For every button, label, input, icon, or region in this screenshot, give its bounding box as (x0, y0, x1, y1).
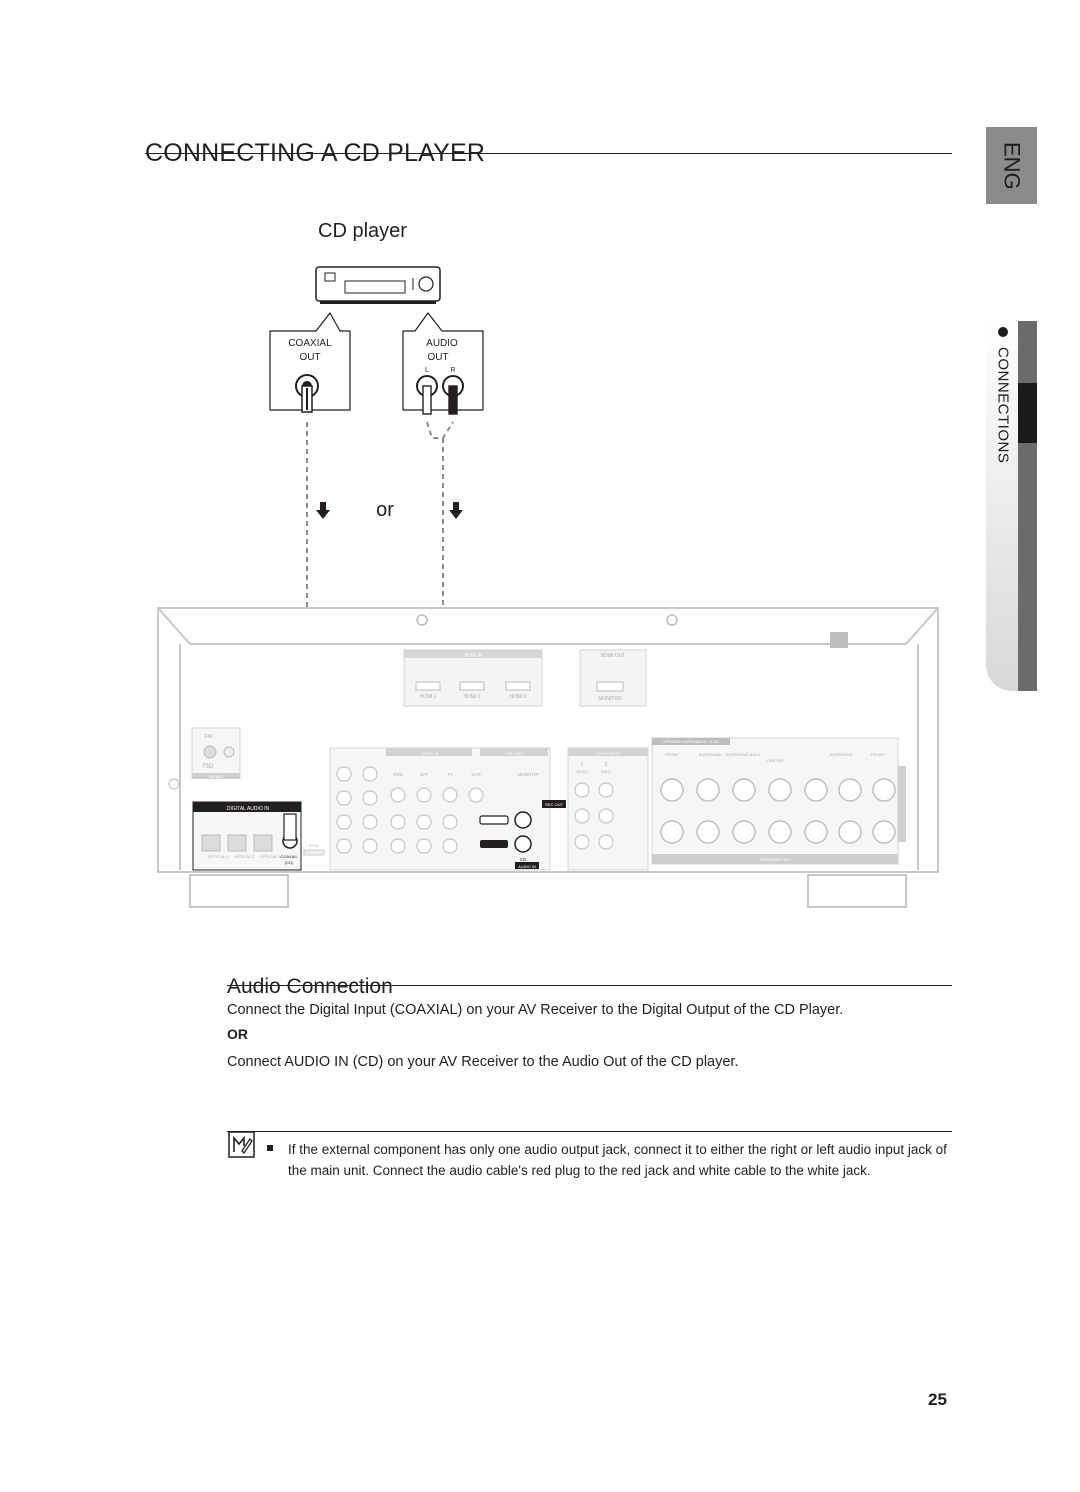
video-in-label: VIDEO IN (421, 751, 439, 756)
component-label: COMPONENT (595, 751, 622, 756)
component-dvd-label: (DVD) (576, 769, 588, 774)
audio-out-line1: AUDIO (426, 338, 458, 349)
monitor-out-label: MONITOR (517, 772, 539, 777)
note-rule (227, 1131, 952, 1132)
page-number: 25 (928, 1390, 947, 1409)
coaxial-out-line2: OUT (299, 352, 320, 363)
fm-label: FM (205, 734, 212, 740)
hdmi-in-label: HDMI IN (463, 653, 483, 659)
coaxial-in-label: COAXIAL (280, 854, 298, 859)
component-1-label: 1 (581, 762, 584, 768)
note-pencil-icon (228, 1131, 255, 1158)
tv-label: TV (447, 772, 453, 777)
hdmi-2-label: HDMI 2 (464, 694, 481, 700)
rec-out-label: REC OUT (545, 802, 564, 807)
surround-back-label: SURROUND BACK (725, 752, 760, 757)
optical-3-label: OPTICAL 3 (260, 854, 281, 859)
audio-out-callout: AUDIO OUT L R (402, 312, 484, 415)
optical-2-label: OPTICAL 2 (234, 854, 255, 859)
audio-in-label: AUDIO IN (518, 864, 536, 869)
instruction-paragraph-2: Connect AUDIO IN (CD) on your AV Receive… (227, 1054, 739, 1070)
center-label: CENTER (767, 758, 784, 763)
component-sat-label: (SAT) (601, 769, 612, 774)
speakers-out-label: SPEAKERS OUT (759, 857, 791, 862)
bullet-dot-icon (998, 327, 1008, 337)
audio-out-line2: OUT (427, 352, 448, 363)
page-title: CONNECTING A CD PLAYER (145, 138, 486, 167)
language-tab: ENG (986, 127, 1037, 204)
connection-diagram: CD player COAXIAL OUT AUDIO OUT L R (150, 210, 950, 915)
component-2-label: 2 (605, 762, 608, 768)
hdmi-1-label: HDMI 1 (420, 694, 437, 700)
surround-left-label: SURROUND (829, 752, 852, 757)
monitor-label: MONITOR (598, 696, 622, 702)
section-tab-label: CONNECTIONS (994, 347, 1012, 464)
section-rule (227, 985, 952, 986)
section-heading: Audio Connection (227, 975, 393, 999)
hdmi-out-label: HDMI OUT (601, 653, 626, 659)
language-tab-label: ENG (999, 141, 1025, 190)
cd-player-label: CD player (318, 220, 407, 242)
vcr-label: VCR (471, 772, 481, 777)
or-separator: OR (227, 1026, 248, 1042)
ipod-label: iPOD (309, 843, 319, 848)
coaxial-out-line1: COAXIAL (288, 338, 332, 349)
front-left-label: FRONT (871, 752, 885, 757)
coaxial-out-callout: COAXIAL OUT (269, 312, 351, 413)
fm-ohm-label: 75Ω (202, 764, 214, 770)
surround-right-label: SURROUND (698, 752, 721, 757)
digital-audio-in-label: DIGITAL AUDIO IN (227, 806, 270, 812)
side-bar-strip (1018, 321, 1037, 691)
side-bar-marker (1018, 383, 1037, 443)
fm-ant-label: FM ANT (209, 774, 224, 779)
note-bullet-icon (267, 1145, 273, 1151)
down-arrow-icon (449, 502, 463, 519)
dvd-label: DVD (393, 772, 403, 777)
sat-label: SAT (420, 772, 429, 777)
note-text: If the external component has only one a… (288, 1142, 947, 1178)
cd-player-icon (315, 266, 441, 304)
instruction-paragraph-1: Connect the Digital Input (COAXIAL) on y… (227, 1002, 844, 1018)
connection-diagram-svg: CD player COAXIAL OUT AUDIO OUT L R (157, 220, 939, 908)
audio-left-label: L (425, 367, 429, 374)
or-label: or (376, 499, 394, 521)
audio-right-label: R (450, 367, 455, 374)
section-tab: CONNECTIONS (988, 322, 1018, 492)
coaxial-in-source: (CD) (285, 860, 294, 865)
section-side-bar (986, 321, 1037, 691)
optical-1-label: OPTICAL 1 (208, 854, 229, 859)
hdmi-3-label: HDMI 3 (510, 694, 527, 700)
front-right-label: FRONT (665, 752, 679, 757)
pre-out-label: PRE OUT (505, 751, 523, 756)
title-rule (145, 153, 952, 154)
speaker-impedance-label: SPEAKER IMPEDANCE : 4-8Ω (663, 739, 719, 744)
av-receiver-rear-panel: HDMI IN HDMI 1 HDMI 2 HDMI 3 HDMI OUT MO… (157, 607, 939, 908)
cd-audio-in-label: CD (520, 857, 527, 862)
down-arrow-icon (316, 502, 330, 519)
